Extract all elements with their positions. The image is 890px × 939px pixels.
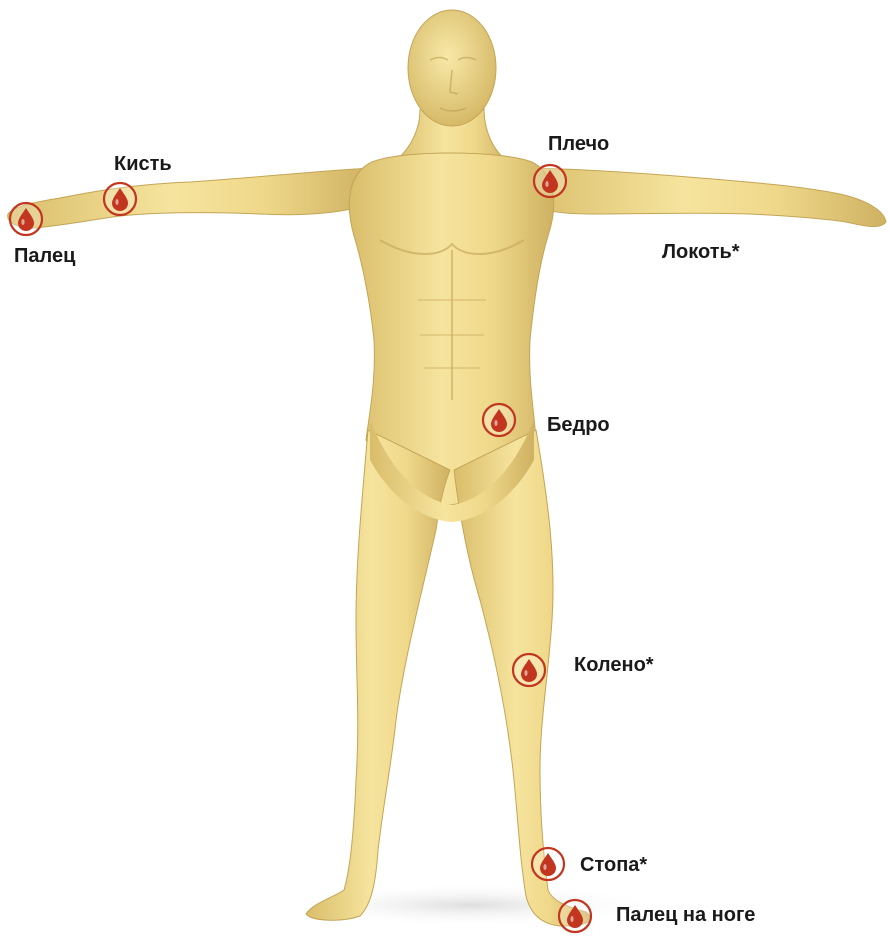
drop-highlight [524,670,527,676]
blood-drop-marker-icon [559,900,591,932]
marker-stopa: Стопа* [532,848,647,880]
blood-drop-marker-icon [10,203,42,235]
drop-highlight [21,219,24,225]
left-arm [8,168,372,228]
label-koleno: Колено* [574,654,654,676]
label-palec: Палец [14,245,76,267]
label-kist: Кисть [114,153,172,175]
label-palec-na-noge: Палец на ноге [616,904,755,926]
right-arm [520,168,886,227]
human-figure [8,10,886,926]
drop-highlight [545,181,548,187]
drop-highlight [543,864,546,870]
blood-drop-marker-icon [483,404,515,436]
drop-highlight [570,916,573,922]
blood-drop-marker-icon [534,165,566,197]
blood-drop-marker-icon [104,183,136,215]
marker-koleno: Колено* [513,654,654,686]
drop-highlight [115,199,118,205]
head [408,10,496,126]
drop-highlight [494,420,497,426]
blood-drop-marker-icon [532,848,564,880]
marker-bedro: Бедро [483,404,610,436]
blood-drop-marker-icon [513,654,545,686]
label-plecho: Плечо [548,133,609,155]
marker-lokot: Локоть* [662,241,740,263]
label-lokot: Локоть* [662,241,740,263]
label-bedro: Бедро [547,414,610,436]
label-stopa: Стопа* [580,854,647,876]
